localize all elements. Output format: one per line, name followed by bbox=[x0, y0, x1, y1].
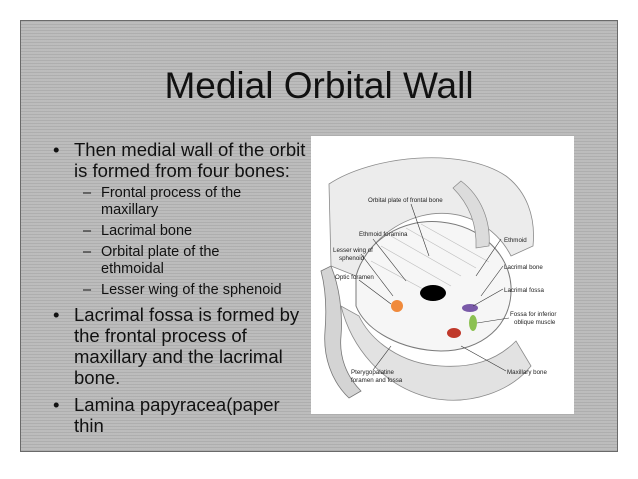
sub-bullet-item: – Lacrimal bone bbox=[51, 223, 192, 240]
dash-icon: – bbox=[83, 282, 92, 298]
orbit-anatomy-illustration: Orbital plate of frontal bone Ethmoid fo… bbox=[320, 157, 556, 401]
label-orbital-plate: Orbital plate of frontal bone bbox=[368, 197, 443, 204]
label-fossa-inferior-2: oblique muscle bbox=[514, 319, 556, 326]
green-marker bbox=[469, 315, 477, 331]
orbit-hatch-shape bbox=[370, 223, 490, 297]
bullet-item: • Then medial wall of the orbit is forme… bbox=[51, 139, 305, 181]
label-optic-foramen: Optic foramen bbox=[335, 274, 374, 281]
bullet-item: • Lacrimal fossa is formed by the fronta… bbox=[51, 304, 299, 388]
label-pterygopalatine-2: foramen and fossa bbox=[351, 377, 403, 384]
bullet-line: is formed from four bones: bbox=[74, 160, 290, 181]
slide: Medial Orbital Wall • Then medial wall o… bbox=[20, 20, 618, 452]
orange-marker bbox=[391, 300, 403, 312]
slide-title: Medial Orbital Wall bbox=[164, 65, 474, 106]
label-fossa-inferior: Fossa for inferior bbox=[510, 311, 556, 318]
label-lacrimal-bone: Lacrimal bone bbox=[504, 264, 543, 271]
frontal-bone-shape bbox=[328, 157, 534, 277]
bullet-line: Lacrimal fossa is formed by bbox=[74, 304, 300, 325]
bullet-dot-icon: • bbox=[53, 394, 60, 415]
sub-bullet-item: – Orbital plate of the ethmoidal bbox=[51, 244, 220, 278]
sub-bullet-item: – Frontal process of the maxillary bbox=[51, 185, 241, 219]
dash-icon: – bbox=[83, 185, 92, 201]
label-lesser-wing: Lesser wing of bbox=[333, 247, 373, 254]
label-ethmoid-foramina: Ethmoid foramina bbox=[359, 231, 408, 238]
sub-bullet-line: Frontal process of the bbox=[101, 185, 242, 201]
sub-bullet-line: maxillary bbox=[101, 202, 159, 218]
orbit-anatomy-figure: Orbital plate of frontal bone Ethmoid fo… bbox=[311, 136, 574, 414]
ethmoid-shape bbox=[452, 180, 490, 249]
dash-icon: – bbox=[83, 244, 92, 260]
sub-bullet-line: ethmoidal bbox=[101, 261, 164, 277]
bullet-line: Then medial wall of the orbit bbox=[74, 139, 306, 160]
red-marker bbox=[447, 328, 461, 338]
label-lacrimal-fossa: Lacrimal fossa bbox=[504, 287, 544, 294]
sub-bullet-line: Lesser wing of the sphenoid bbox=[101, 282, 282, 298]
sub-bullet-line: Orbital plate of the bbox=[101, 244, 220, 260]
bullet-line: bone. bbox=[74, 367, 121, 388]
purple-marker bbox=[462, 304, 478, 312]
bullet-line: maxillary and the lacrimal bbox=[74, 346, 283, 367]
sub-bullet-item: – Lesser wing of the sphenoid bbox=[51, 282, 282, 299]
bullet-dot-icon: • bbox=[53, 304, 60, 325]
label-maxillary-bone: Maxillary bone bbox=[507, 369, 547, 376]
label-pterygopalatine: Pterygopalatine bbox=[351, 369, 395, 376]
dash-icon: – bbox=[83, 223, 92, 239]
sub-bullet-line: Lacrimal bone bbox=[101, 223, 193, 239]
label-lesser-wing-2: sphenoid bbox=[339, 255, 365, 262]
bullet-dot-icon: • bbox=[53, 139, 60, 160]
bullet-item: • Lamina papyracea(paper thin bbox=[51, 394, 280, 436]
leader-lines bbox=[358, 203, 510, 372]
bullet-line: Lamina papyracea(paper bbox=[74, 394, 280, 415]
maxillary-bone-shape bbox=[340, 305, 532, 401]
black-marker bbox=[420, 285, 446, 301]
sphenoid-shape bbox=[320, 265, 362, 399]
label-ethmoid: Ethmoid bbox=[504, 237, 527, 244]
bullet-line: thin bbox=[74, 415, 104, 436]
bullet-line: the frontal process of bbox=[74, 325, 247, 346]
